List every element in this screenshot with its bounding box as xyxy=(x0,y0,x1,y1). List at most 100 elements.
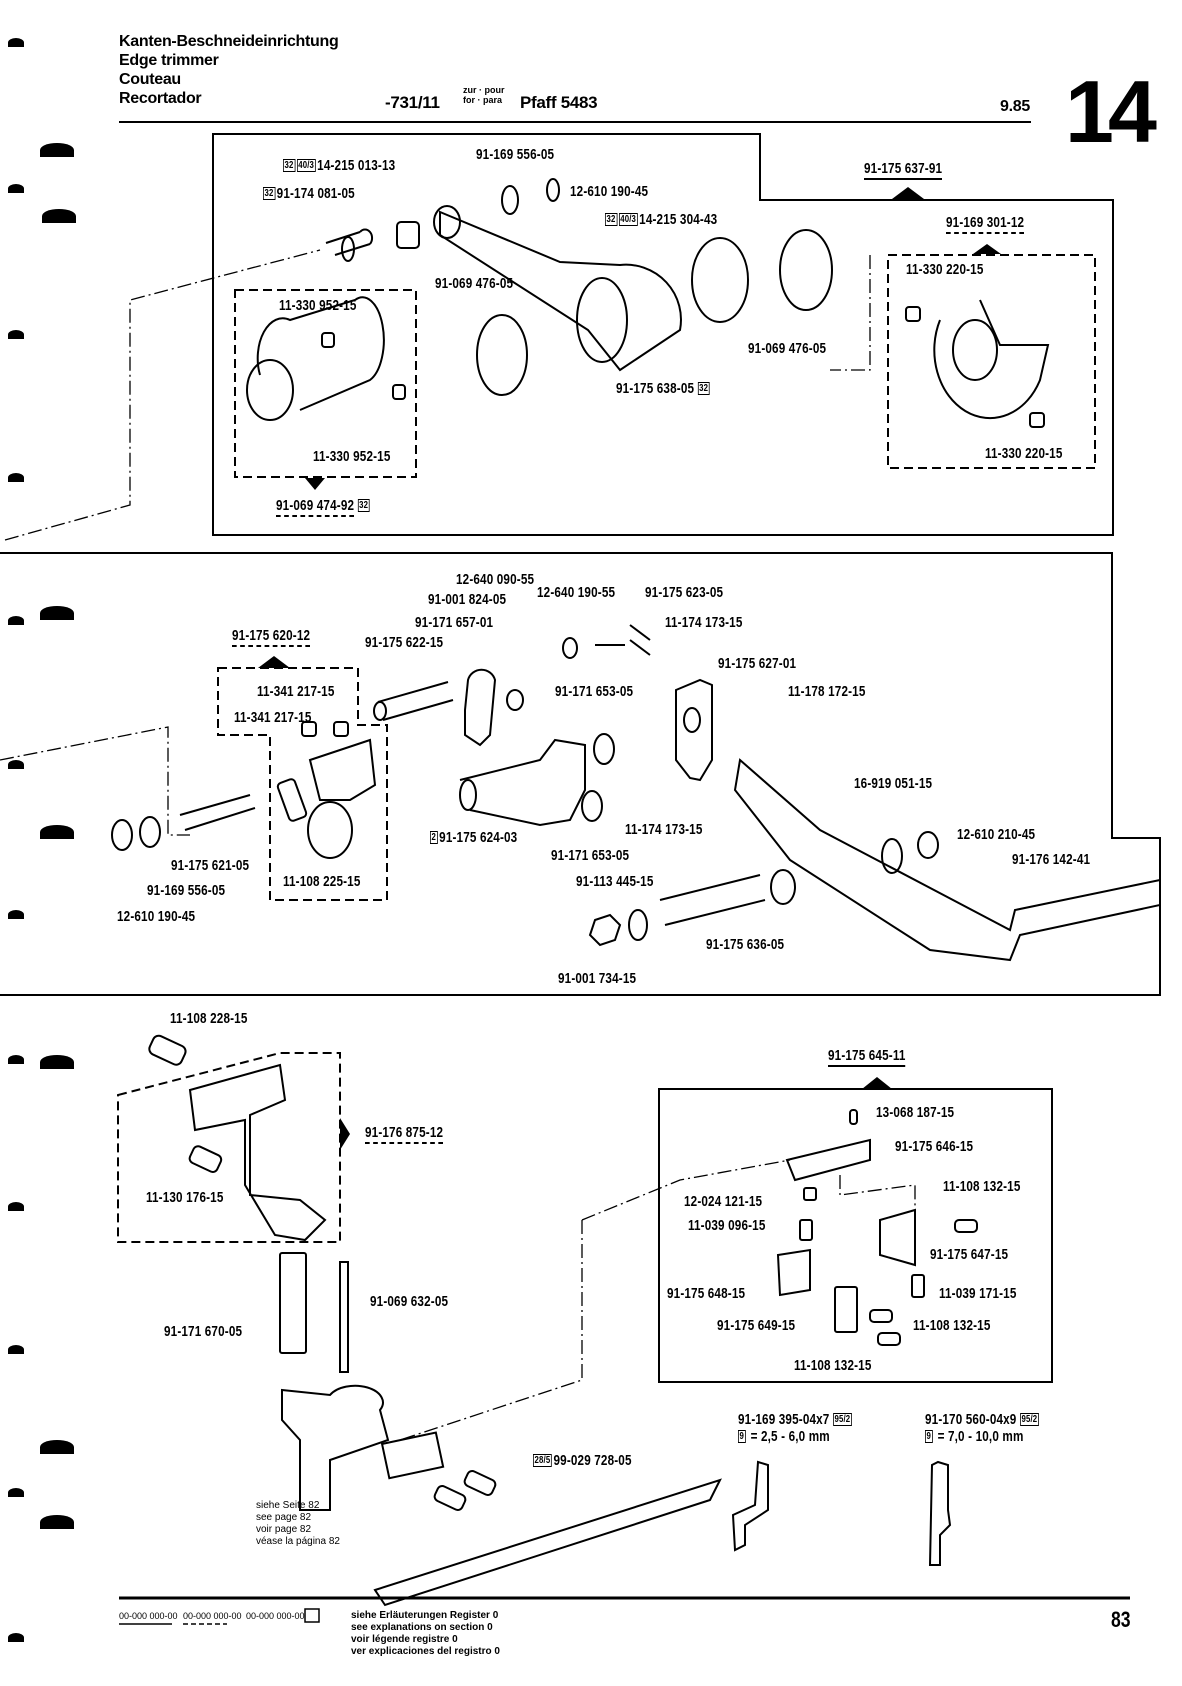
part-label[interactable]: 91-171 653-05 xyxy=(555,683,634,700)
assembly-label[interactable]: 91-176 875-12 xyxy=(365,1124,444,1144)
part-label[interactable]: 11-130 176-15 xyxy=(146,1189,224,1206)
for-label-bottom: for · para xyxy=(463,95,503,105)
part-label[interactable]: 11-108 225-15 xyxy=(283,873,361,890)
part-label[interactable]: 91-175 646-15 xyxy=(895,1138,974,1155)
part-label[interactable]: 91-171 653-05 xyxy=(551,847,630,864)
part-label[interactable]: 11-330 220-15 xyxy=(985,445,1063,462)
screw-drawing xyxy=(869,1309,893,1323)
part-label[interactable]: 12-610 210-45 xyxy=(957,826,1036,843)
legend-note-es: ver explicaciones del registro 0 xyxy=(351,1646,500,1657)
part-number: 91-174 081-05 xyxy=(276,185,355,202)
shaft-drawing xyxy=(377,681,454,721)
part-label[interactable]: 91-175 627-01 xyxy=(718,655,797,672)
part-label[interactable]: 91-069 632-05 xyxy=(370,1293,449,1310)
part-label[interactable]: 91-175 623-05 xyxy=(645,584,724,601)
clamp-block-drawing xyxy=(308,738,377,801)
register-tag: 32 xyxy=(357,499,370,512)
part-label[interactable]: 11-341 217-15 xyxy=(234,709,312,726)
part-label[interactable]: 91-175 636-05 xyxy=(706,936,785,953)
spacer-drawing xyxy=(506,689,524,711)
thickness-range: = 7,0 - 10,0 mm xyxy=(937,1428,1024,1445)
punch-hole-mark xyxy=(8,184,24,193)
part-label[interactable]: 12-640 190-55 xyxy=(537,584,616,601)
part-label[interactable]: 91-069 476-05 xyxy=(748,340,827,357)
part-label[interactable]: 11-341 217-15 xyxy=(257,683,335,700)
collar-group-outline xyxy=(887,254,1096,469)
blade-label[interactable]: 91-169 395-04x7 95/2 9 = 2,5 - 6,0 mm xyxy=(738,1411,853,1445)
assembly-triangle xyxy=(258,656,290,668)
part-label[interactable]: 13-068 187-15 xyxy=(876,1104,955,1121)
centerline xyxy=(0,726,190,836)
plate-drawing xyxy=(834,1286,858,1333)
part-label[interactable]: 91-175 648-15 xyxy=(667,1285,746,1302)
assembly-label[interactable]: 91-175 637-91 xyxy=(864,160,943,180)
section2-frame xyxy=(0,552,1161,996)
register-tag: 40/3 xyxy=(296,159,316,172)
part-label[interactable]: 91-175 649-15 xyxy=(717,1317,796,1334)
see-page-es: véase la página 82 xyxy=(256,1536,340,1547)
assembly-label[interactable]: 91-069 474-92 32 xyxy=(276,497,371,517)
part-label[interactable]: 12-024 121-15 xyxy=(684,1193,763,1210)
part-label[interactable]: 11-108 132-15 xyxy=(913,1317,991,1334)
assembly-label[interactable]: 91-175 620-12 xyxy=(232,627,311,647)
part-label[interactable]: 11-039 171-15 xyxy=(939,1285,1017,1302)
washer-drawing xyxy=(341,236,355,262)
bushing-group-outline xyxy=(234,289,417,478)
angle-bracket-drawing xyxy=(879,1208,916,1267)
part-label[interactable]: 11-178 172-15 xyxy=(788,683,866,700)
part-label[interactable]: 12-610 190-45 xyxy=(570,183,649,200)
assembly-triangle xyxy=(305,478,325,490)
bracket-group-outline xyxy=(117,1052,341,1243)
bolt-drawing xyxy=(799,1219,813,1241)
title-french: Couteau xyxy=(119,71,181,88)
punch-hole-mark xyxy=(42,209,76,223)
pin-shaft-drawing xyxy=(325,228,374,256)
part-label[interactable]: 11-108 228-15 xyxy=(170,1010,248,1027)
blade-label[interactable]: 91-170 560-04x9 95/2 9 = 7,0 - 10,0 mm xyxy=(925,1411,1040,1445)
part-label[interactable]: 91-001 734-15 xyxy=(558,970,637,987)
part-label[interactable]: 91-175 621-05 xyxy=(171,857,250,874)
assembly-label[interactable]: 91-169 301-12 xyxy=(946,214,1025,234)
spring-drawing xyxy=(595,624,651,656)
blade-drawing xyxy=(731,1460,769,1552)
part-label[interactable]: 91-175 647-15 xyxy=(930,1246,1009,1263)
part-label[interactable]: 91-175 622-15 xyxy=(365,634,444,651)
register-tag: 95/2 xyxy=(1019,1413,1039,1426)
part-label[interactable]: 91-069 476-05 xyxy=(435,275,514,292)
part-label[interactable]: 12-610 190-45 xyxy=(117,908,196,925)
part-label[interactable]: 91-113 445-15 xyxy=(576,873,654,890)
part-number: 91-169 395-04 xyxy=(738,1411,817,1428)
part-label[interactable]: 11-330 952-15 xyxy=(279,297,357,314)
legend-dashed: 00-000 000-00 xyxy=(183,1611,242,1621)
part-label[interactable]: 11-330 220-15 xyxy=(906,261,984,278)
part-label[interactable]: 91-169 556-05 xyxy=(476,146,555,163)
part-label[interactable]: 11-330 952-15 xyxy=(313,448,391,465)
punch-hole-mark xyxy=(8,1202,24,1211)
part-label[interactable]: 11-108 132-15 xyxy=(794,1357,872,1374)
clamp-screw-drawing xyxy=(276,778,308,822)
part-label[interactable]: 11-108 132-15 xyxy=(943,1178,1021,1195)
part-label[interactable]: 91-169 556-05 xyxy=(147,882,226,899)
part-label[interactable]: 12-640 090-55 xyxy=(456,571,535,588)
part-label[interactable]: 91-001 824-05 xyxy=(428,591,507,608)
punch-hole-mark xyxy=(40,1440,74,1454)
part-label[interactable]: 91-171 670-05 xyxy=(164,1323,243,1340)
part-label[interactable]: 91-176 142-41 xyxy=(1012,851,1091,868)
punch-hole-mark xyxy=(40,143,74,157)
part-label[interactable]: 91-175 638-05 32 xyxy=(616,380,711,397)
quantity: x9 xyxy=(1003,1411,1017,1428)
register-tag: 32 xyxy=(605,213,618,226)
assembly-label[interactable]: 91-175 645-11 xyxy=(828,1047,906,1067)
part-label[interactable]: 11-174 173-15 xyxy=(625,821,703,838)
part-label[interactable]: 11-174 173-15 xyxy=(665,614,743,631)
part-label[interactable]: 16-919 051-15 xyxy=(854,775,933,792)
part-number: 91-175 638-05 xyxy=(616,380,695,397)
register-tag: 40/3 xyxy=(618,213,638,226)
part-label[interactable]: 91-171 657-01 xyxy=(415,614,494,631)
part-label[interactable]: 11-039 096-15 xyxy=(688,1217,766,1234)
